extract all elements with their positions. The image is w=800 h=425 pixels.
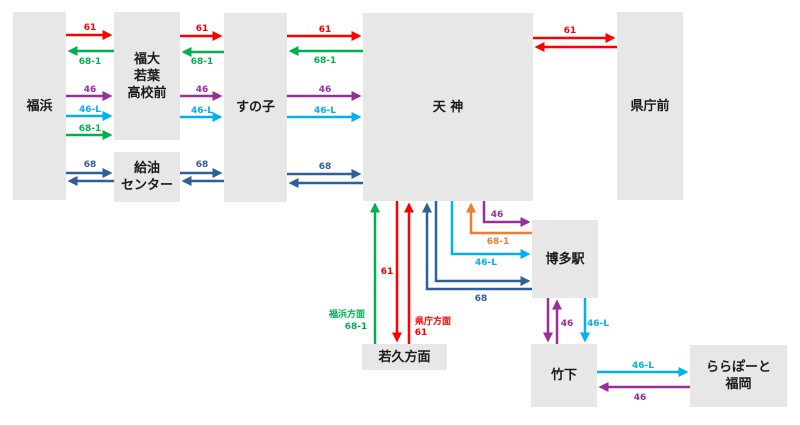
route-label: 61 xyxy=(196,24,209,34)
stop-label: 若久方面 xyxy=(378,349,431,365)
stop-label: 竹下 xyxy=(550,368,577,383)
route-label: 46-L xyxy=(587,319,609,329)
stop-sunoko: すの子 xyxy=(224,13,287,202)
route-label: 46-L xyxy=(191,106,213,116)
stop-label: 県庁前 xyxy=(630,98,670,114)
stop-takeshita: 竹下 xyxy=(531,344,597,407)
route-68-arrow xyxy=(422,202,532,291)
stop-kyuyu-center: 給油 センター xyxy=(114,152,180,202)
route-label: 61 xyxy=(381,267,394,277)
stop-label: ららぽーと 福岡 xyxy=(705,360,771,392)
stop-fukudai-wakaba: 福大 若葉 高校前 xyxy=(114,12,180,140)
route-label: 61 xyxy=(564,26,577,36)
route-label: 46 xyxy=(491,210,504,220)
route-label: 61 xyxy=(84,23,97,33)
stop-label: 給油 センター xyxy=(120,161,173,193)
stop-hakata: 博多駅 xyxy=(532,220,598,298)
route-label: 68 xyxy=(196,160,209,170)
route-label: 46-L xyxy=(79,105,101,115)
route-label: 46 xyxy=(196,85,209,95)
stop-label: 天 神 xyxy=(432,99,464,115)
route-label: 68-1 xyxy=(487,237,510,247)
route-label: 68 xyxy=(84,160,97,170)
route-label: 県庁方面 xyxy=(415,315,451,327)
stop-kenchomae: 県庁前 xyxy=(617,12,683,200)
route-label: 68-1 xyxy=(191,57,214,67)
stop-fukuhama: 福浜 xyxy=(13,12,66,200)
route-label: 68 xyxy=(319,162,332,172)
stop-label: すの子 xyxy=(235,100,275,115)
route-46-arrow xyxy=(482,201,531,227)
route-label: 46 xyxy=(561,319,574,329)
route-label: 61 xyxy=(319,25,332,35)
route-68-1-arrow xyxy=(466,202,532,235)
stop-label: 福浜 xyxy=(26,98,53,114)
route-label: 68-1 xyxy=(79,124,102,134)
route-label: 46 xyxy=(319,85,332,95)
route-label: 46-L xyxy=(314,106,336,116)
stop-lalaport: ららぽーと 福岡 xyxy=(690,345,787,407)
route-46-L-arrow xyxy=(450,201,531,259)
stop-label: 博多駅 xyxy=(545,251,585,267)
route-label: 46-L xyxy=(475,258,497,268)
route-label: 46-L xyxy=(632,361,654,371)
route-label: 46 xyxy=(634,393,647,403)
route-label: 68 xyxy=(475,294,488,304)
stop-wakahisa: 若久方面 xyxy=(362,344,447,370)
route-label: 61 xyxy=(415,328,428,338)
route-68-arrow xyxy=(434,201,531,286)
route-label: 68-1 xyxy=(314,56,337,66)
stop-tenjin: 天 神 xyxy=(363,13,533,201)
route-label: 福浜方面 xyxy=(328,308,365,320)
route-label: 68-1 xyxy=(79,57,102,67)
route-label: 68-1 xyxy=(345,322,368,332)
stop-label: 福大 若葉 高校前 xyxy=(127,51,167,101)
route-label: 46 xyxy=(84,85,97,95)
